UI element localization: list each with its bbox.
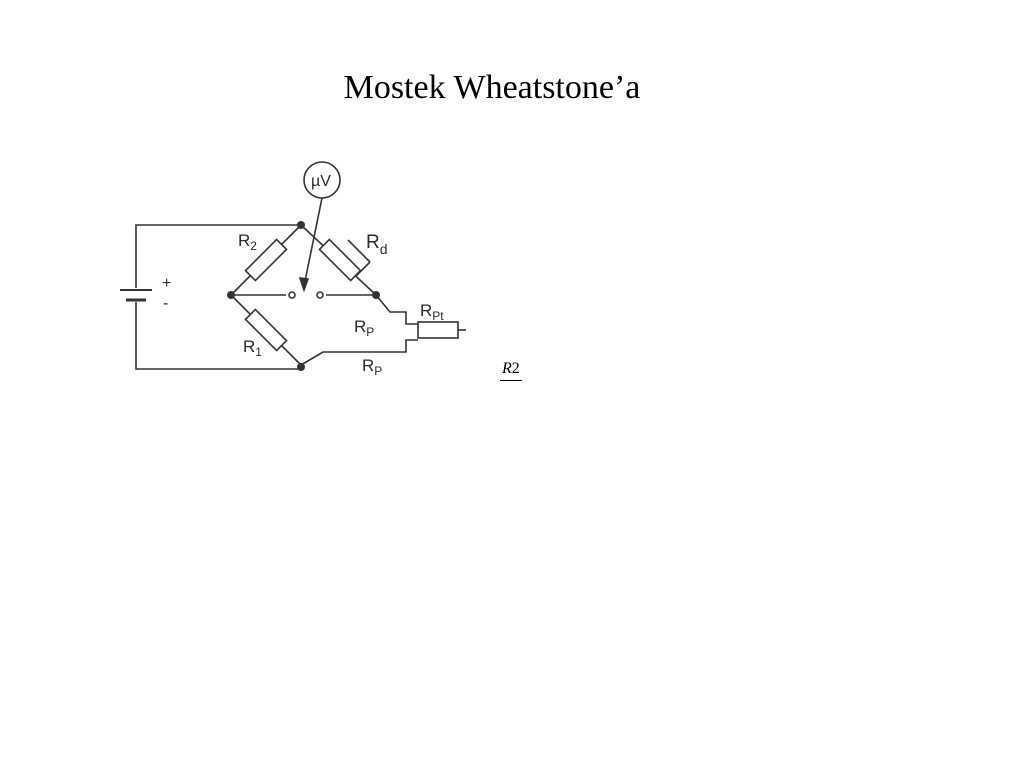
resistor-r1 bbox=[244, 308, 288, 352]
slide-title: Mostek Wheatstone’a bbox=[343, 69, 641, 106]
wheatstone-bridge-diagram: µV R2 Rd R1 RP RP RPt + - bbox=[108, 140, 478, 410]
meter-label: µV bbox=[311, 173, 331, 190]
formula-fraction-numerator: R2 bbox=[500, 360, 522, 381]
label-rp-top: RP bbox=[354, 317, 374, 339]
wire-rp-top bbox=[375, 294, 418, 325]
label-rd: Rd bbox=[366, 232, 388, 257]
label-rpt: RPt bbox=[420, 301, 444, 323]
node-bottom bbox=[297, 363, 305, 371]
node-top bbox=[297, 221, 305, 229]
label-rp-bottom: RP bbox=[362, 356, 382, 378]
terminal-left bbox=[288, 291, 296, 299]
wire-top-left bbox=[135, 224, 301, 288]
circuit-svg: µV R2 Rd R1 RP RP RPt + - bbox=[120, 161, 466, 378]
node-left bbox=[227, 291, 235, 299]
label-r2: R2 bbox=[238, 231, 257, 253]
formula-index: 2 bbox=[511, 360, 520, 377]
resistor-r2 bbox=[244, 238, 288, 282]
label-r1: R1 bbox=[243, 337, 262, 359]
terminal-right bbox=[316, 291, 324, 299]
node-right bbox=[372, 291, 380, 299]
wire-rp-bottom bbox=[300, 339, 418, 366]
formula-variable: R bbox=[502, 360, 512, 377]
rd-adjust-line bbox=[347, 239, 371, 263]
battery-plus-label: + bbox=[162, 275, 171, 292]
wire-bottom-left bbox=[135, 302, 301, 370]
rd-adjust-line-2 bbox=[355, 261, 371, 277]
meter-arrow-head bbox=[298, 277, 310, 293]
resistor-rpt bbox=[417, 321, 459, 339]
battery-minus-label: - bbox=[163, 295, 168, 312]
meter-pointer bbox=[303, 197, 323, 287]
